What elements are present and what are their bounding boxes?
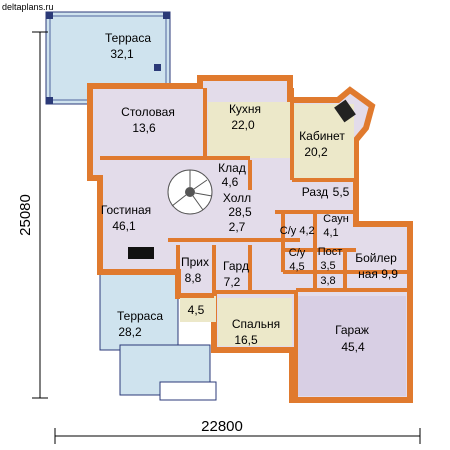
room-dining-area: 13,6 [132, 121, 156, 135]
watermark: deltaplans.ru [2, 2, 54, 12]
room-sauna-area: 4,1 [323, 227, 338, 239]
room-wardrobe-name: Гард [223, 259, 249, 273]
staircase [167, 169, 213, 215]
room-office-area: 20,2 [304, 145, 328, 159]
room-bath-1-area: 4,2 [299, 225, 314, 237]
room-living-name: Гостиная [101, 203, 151, 217]
room-terrace-bottom-area: 28,2 [118, 325, 142, 339]
room-hall-name: Холл [223, 191, 251, 205]
room-bath-2-area: 4,5 [289, 261, 304, 273]
room-bath-1-name: С/у [280, 225, 297, 237]
room-38-area: 3,8 [320, 275, 335, 287]
room-living-area: 46,1 [112, 219, 136, 233]
room-wardrobe-area: 7,2 [224, 275, 241, 289]
room-post-name: Пост [318, 246, 343, 258]
room-post-area: 3,5 [320, 260, 335, 272]
room-hall-area: 28,5 [228, 205, 252, 219]
room-bedroom-area: 16,5 [234, 333, 258, 347]
room-bath-2-name: С/у [289, 247, 306, 259]
room-boiler-area: ная 9,9 [358, 267, 398, 281]
room-pantry-name: Клад [218, 161, 246, 175]
room-dining-name: Столовая [121, 105, 175, 119]
dimension-height: 25080 [17, 194, 34, 236]
room-sauna-name: Саун [323, 213, 349, 225]
room-terrace-top-area: 32,1 [110, 47, 134, 61]
room-vestibule-area: 4,5 [188, 303, 205, 317]
cabinet-fixture [334, 99, 356, 123]
dimension-width: 22800 [201, 418, 243, 435]
terrace-bottom-area [99, 271, 217, 401]
room-office-name: Кабинет [299, 129, 345, 143]
room-terrace-bottom-name: Терраса [117, 309, 163, 323]
room-labels: Терраса 32,1 Столовая 13,6 Кухня 22,0 Ка… [101, 31, 398, 354]
room-kitchen-name: Кухня [229, 102, 261, 116]
dimension-lines [32, 31, 421, 444]
room-terrace-top-name: Терраса [105, 31, 151, 45]
room-entry-area: 8,8 [185, 271, 202, 285]
room-hall-2-area: 2,7 [229, 220, 246, 234]
room-garage-name: Гараж [335, 323, 369, 337]
room-dressing-1-area: 5,5 [333, 185, 350, 199]
room-boiler-name: Бойлер [355, 251, 397, 265]
room-entry-name: Прих [181, 255, 209, 269]
room-pantry-area: 4,6 [222, 175, 239, 189]
room-bedroom-name: Спальня [232, 317, 280, 331]
room-kitchen-area: 22,0 [231, 118, 255, 132]
interior-walls [100, 88, 410, 400]
room-dressing-1-name: Разд [302, 185, 328, 199]
fireplace [128, 247, 154, 259]
room-garage-area: 45,4 [341, 340, 365, 354]
